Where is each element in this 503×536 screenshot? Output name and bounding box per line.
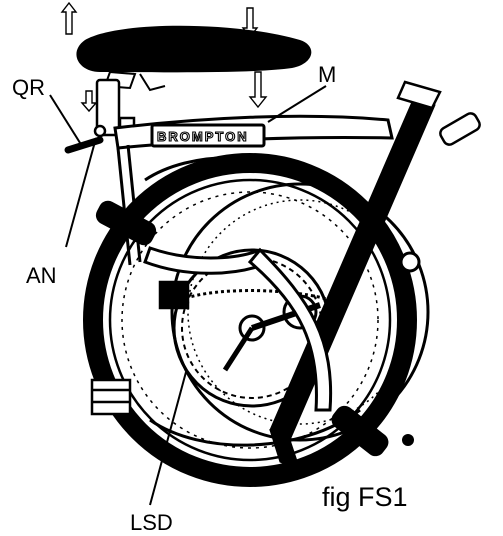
frame-brand-text: BROMPTON xyxy=(157,129,249,144)
pedals xyxy=(90,280,190,416)
rear-frame xyxy=(143,246,333,412)
arrow-up-icon xyxy=(60,1,78,35)
leader-line-lsd xyxy=(149,371,187,506)
leader-line-qr xyxy=(49,94,83,147)
arrow-down-icon xyxy=(80,90,98,113)
label-an: AN xyxy=(26,263,57,288)
leader-lines xyxy=(49,85,327,506)
rear-wheel xyxy=(83,153,417,487)
label-lsd: LSD xyxy=(130,510,173,535)
label-qr: QR xyxy=(12,75,45,100)
leader-line-m xyxy=(267,85,327,123)
main-frame: BROMPTON xyxy=(113,114,394,266)
chain xyxy=(179,289,331,302)
rear-sprocket xyxy=(399,251,421,273)
castors xyxy=(124,421,414,450)
leader-line-an xyxy=(65,137,97,248)
handlebar-grips xyxy=(95,112,481,457)
saddle xyxy=(76,25,312,92)
arrow-down-icon xyxy=(248,71,268,109)
figure-caption: fig FS1 xyxy=(322,482,408,512)
label-m: M xyxy=(318,62,337,87)
front-wheel xyxy=(170,182,430,442)
